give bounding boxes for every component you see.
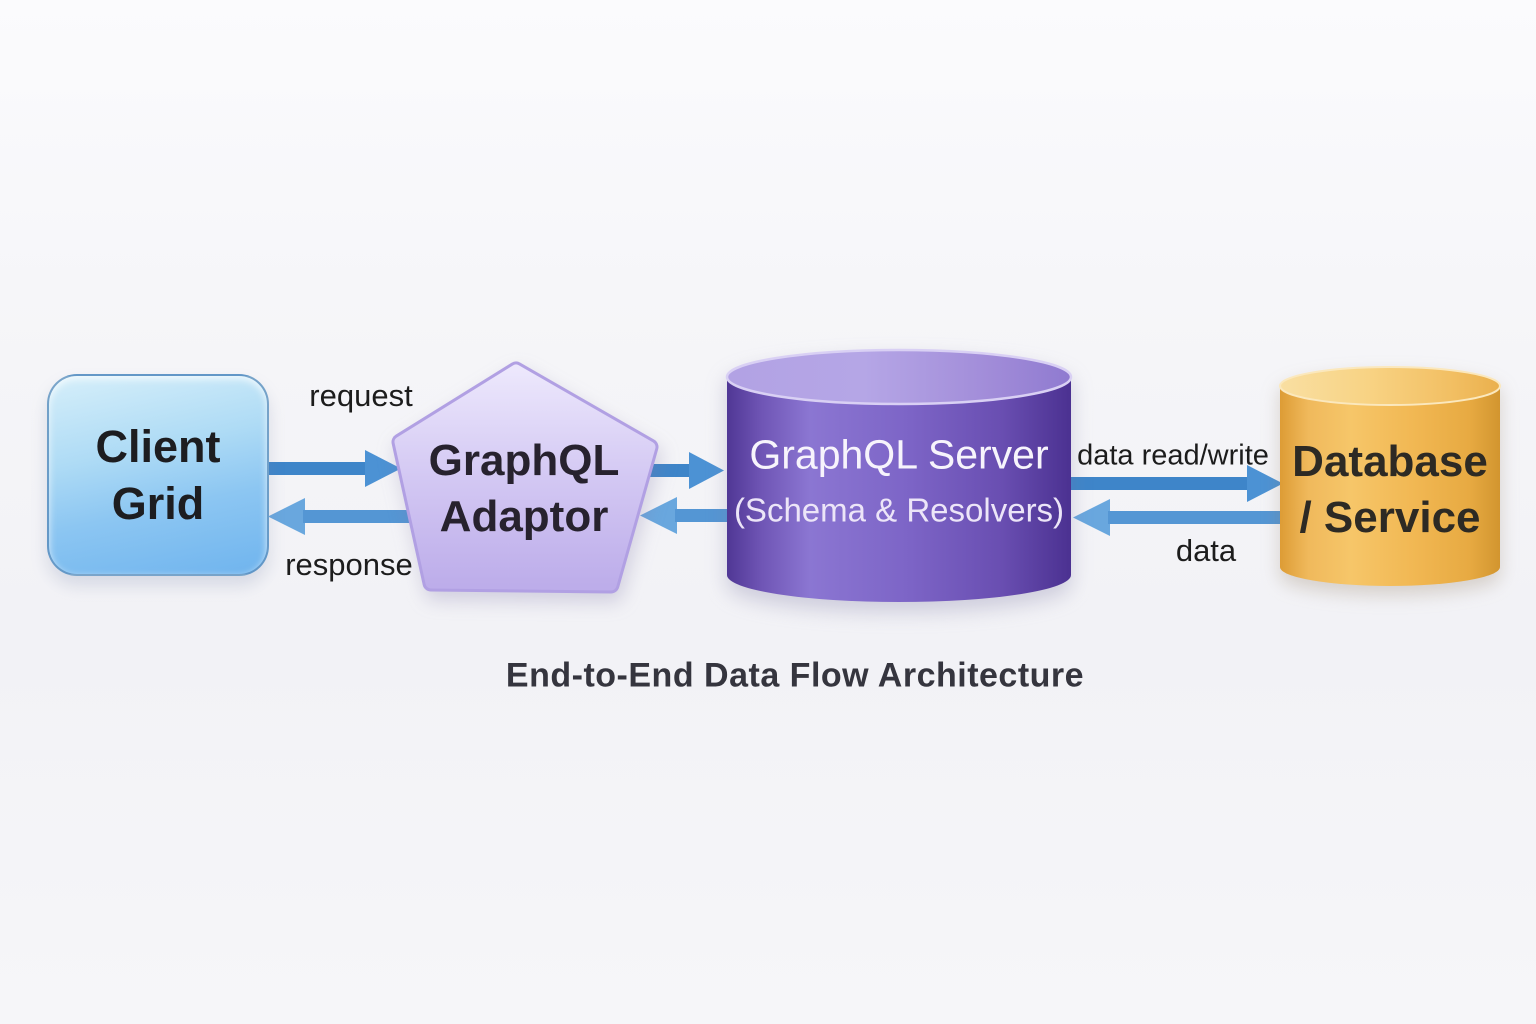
response-label: response — [285, 547, 413, 582]
database-cylinder-body — [1280, 386, 1500, 567]
node-database-service-shape — [1279, 366, 1501, 586]
client-grid-label-line1: Client — [95, 421, 221, 472]
database-label-line1: Database — [1292, 437, 1488, 486]
node-graphql-adaptor-label: GraphQL Adaptor — [429, 433, 620, 545]
node-graphql-adaptor-shape — [391, 361, 659, 594]
server-label-line2: (Schema & Resolvers) — [733, 491, 1065, 529]
server-cylinder-top — [725, 348, 1073, 406]
data-arrow-shaft — [1108, 511, 1282, 524]
data-label: data — [1175, 533, 1237, 568]
request-arrow-shaft — [269, 462, 366, 475]
node-graphql-server-shape — [725, 348, 1073, 602]
node-database-service-label: Database / Service — [1292, 434, 1488, 546]
adaptor-label-line2: Adaptor — [439, 492, 609, 541]
request-arrowhead-icon — [365, 450, 401, 487]
node-client-grid: Client Grid — [47, 374, 269, 576]
node-graphql-server-label: GraphQL Server (Schema & Resolvers) — [734, 432, 1064, 531]
adaptor-to-server-arrowhead-icon — [689, 452, 724, 489]
server-to-adaptor-arrowhead-icon — [640, 497, 677, 534]
data-read-write-arrowhead-icon — [1247, 465, 1283, 502]
data-read-write-shaft — [1069, 477, 1248, 490]
response-arrowhead-icon — [268, 498, 305, 535]
client-grid-label-line2: Grid — [111, 478, 205, 529]
database-label-line2: / Service — [1299, 493, 1481, 542]
request-label: request — [309, 378, 413, 413]
data-read-write-label: data read/write — [1077, 439, 1269, 472]
data-arrow — [1073, 499, 1282, 536]
diagram-caption: End-to-End Data Flow Architecture — [505, 656, 1085, 695]
data-read-write-arrow — [1069, 465, 1283, 502]
server-label-line1: GraphQL Server — [749, 431, 1049, 478]
adaptor-label-line1: GraphQL — [428, 436, 620, 485]
pentagon-body — [394, 364, 656, 591]
request-arrow — [269, 450, 401, 487]
database-cylinder-top — [1279, 366, 1501, 406]
server-to-adaptor-shaft — [675, 509, 730, 522]
data-arrowhead-icon — [1073, 499, 1110, 536]
server-to-adaptor-arrow — [640, 497, 730, 534]
server-cylinder-body — [727, 377, 1071, 575]
